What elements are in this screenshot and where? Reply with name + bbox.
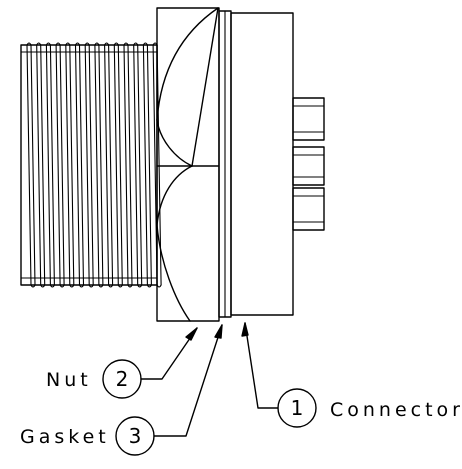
connector-flange <box>230 12 294 316</box>
thread-tip-top <box>45 42 51 46</box>
callout-connector-label: Connector <box>330 399 462 421</box>
thread-tip-top <box>26 42 32 46</box>
callout-gasket-arrowhead <box>214 324 223 339</box>
thread-root-line <box>30 44 36 286</box>
callout-nut-number: 2 <box>116 367 129 391</box>
thread-crest-line <box>26 44 32 286</box>
thread-tip-top <box>74 42 81 46</box>
pin-bottom <box>292 187 325 231</box>
thread-crest-line <box>133 44 139 286</box>
thread-root-line <box>137 44 143 286</box>
thread-crest-line <box>142 44 148 286</box>
thread-tip-bottom <box>137 284 143 288</box>
nut-body <box>156 7 220 322</box>
gasket <box>218 10 232 318</box>
callout-nut-arrowhead <box>185 327 198 341</box>
thread-crest-line <box>55 44 61 286</box>
callout-connector-leader <box>244 322 279 409</box>
thread-lines <box>26 42 162 288</box>
thread-root-line <box>108 44 114 286</box>
callout-connector-arrowhead <box>241 322 249 337</box>
connector-pins <box>292 97 325 231</box>
thread-root-line <box>98 44 104 286</box>
thread-root-line <box>88 44 94 286</box>
thread-crest-line <box>123 44 129 286</box>
thread-crest-line <box>94 44 100 286</box>
callout-gasket: Gasket 3 <box>20 324 223 456</box>
thread-tip-top <box>65 42 71 46</box>
thread-tip-bottom <box>30 284 36 288</box>
thread-root-line <box>117 44 123 286</box>
thread-tip-top <box>36 42 42 46</box>
pin-middle <box>292 146 325 186</box>
thread-tip-bottom <box>98 284 104 288</box>
callout-nut: Nut 2 <box>46 327 198 399</box>
thread-tip-top <box>94 42 100 46</box>
pin-top <box>292 97 325 141</box>
thread-root-line <box>69 44 75 286</box>
threaded-section <box>20 42 162 288</box>
thread-tip-top <box>123 42 129 46</box>
thread-crest-line <box>74 44 81 286</box>
thread-root-line <box>59 44 65 286</box>
thread-tip-top <box>133 42 139 46</box>
thread-tip-bottom <box>117 284 123 288</box>
thread-tip-top <box>84 42 90 46</box>
thread-root-line <box>146 44 152 286</box>
thread-tip-bottom <box>146 284 152 288</box>
callout-gasket-leader <box>153 324 223 437</box>
thread-crest-line <box>84 44 90 286</box>
thread-tip-bottom <box>40 284 46 288</box>
thread-crest-line <box>113 44 119 286</box>
thread-root-line <box>49 44 55 286</box>
thread-tip-bottom <box>78 284 85 288</box>
thread-root-line <box>40 44 46 286</box>
callout-gasket-label: Gasket <box>20 426 110 448</box>
thread-tip-bottom <box>108 284 114 288</box>
callout-connector: 1 Connector <box>241 322 462 428</box>
thread-tip-bottom <box>59 284 65 288</box>
thread-crest-line <box>45 44 51 286</box>
callout-gasket-number: 3 <box>129 424 142 448</box>
thread-tip-top <box>113 42 119 46</box>
thread-tip-bottom <box>69 284 75 288</box>
thread-crest-line <box>36 44 42 286</box>
thread-tip-bottom <box>49 284 55 288</box>
thread-tip-bottom <box>88 284 94 288</box>
thread-tip-top <box>104 42 110 46</box>
callout-nut-leader <box>140 327 198 380</box>
thread-crest-line <box>65 44 71 286</box>
thread-root-line <box>127 44 133 286</box>
callout-connector-number: 1 <box>291 396 304 420</box>
thread-crest-line <box>104 44 110 286</box>
thread-tip-bottom <box>127 284 133 288</box>
thread-tip-top <box>55 42 61 46</box>
thread-root-line <box>78 44 85 286</box>
thread-tip-top <box>142 42 148 46</box>
thread-tip-bottom <box>156 284 162 288</box>
thread-root-line <box>156 44 162 286</box>
callout-nut-label: Nut <box>46 369 92 391</box>
